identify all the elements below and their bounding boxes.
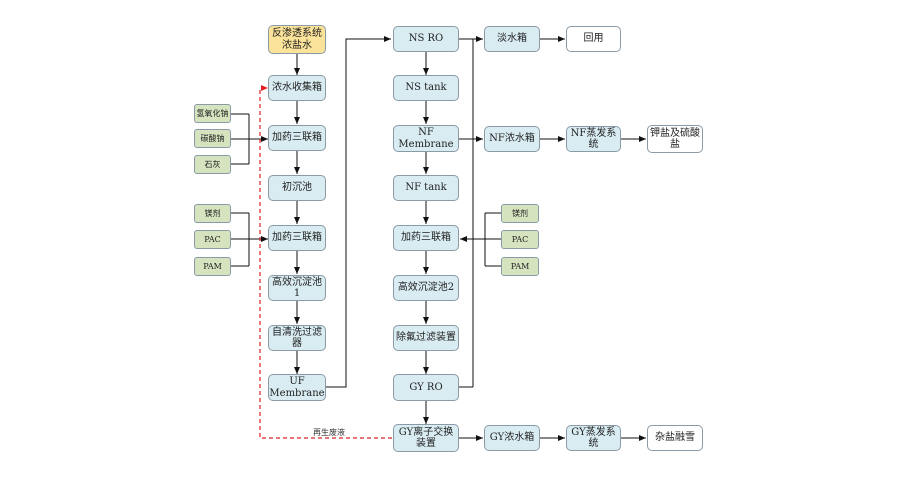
node-dosing-tank-3[interactable]: 加药三联箱 xyxy=(393,225,459,251)
node-nf-concentrate-tank[interactable]: NF浓水箱 xyxy=(484,126,540,152)
node-dosing-tank-2[interactable]: 加药三联箱 xyxy=(268,225,326,251)
node-ns-ro[interactable]: NS RO xyxy=(393,26,459,52)
chem-pac-1[interactable]: PAC xyxy=(194,230,231,249)
node-brine-collection-tank[interactable]: 浓水收集箱 xyxy=(268,75,326,101)
node-defluoride-filter[interactable]: 除氟过滤装置 xyxy=(393,325,459,351)
node-uf-membrane[interactable]: UF Membrane xyxy=(268,374,326,401)
chem-pam-1[interactable]: PAM xyxy=(194,257,231,276)
node-gy-concentrate-tank[interactable]: GY浓水箱 xyxy=(484,425,540,451)
node-hes-2[interactable]: 高效沉淀池2 xyxy=(393,275,459,301)
chem-pam-2[interactable]: PAM xyxy=(501,257,539,276)
chem-magnesium-agent-1[interactable]: 镁剂 xyxy=(194,204,231,223)
node-reuse[interactable]: 回用 xyxy=(566,26,621,52)
node-ns-tank[interactable]: NS tank xyxy=(393,75,459,101)
node-gy-ro[interactable]: GY RO xyxy=(393,374,459,401)
chem-lime[interactable]: 石灰 xyxy=(194,155,231,174)
node-nf-tank[interactable]: NF tank xyxy=(393,175,459,201)
node-primary-settling[interactable]: 初沉池 xyxy=(268,175,326,201)
node-hes-1[interactable]: 高效沉淀池1 xyxy=(268,275,326,301)
node-potassium-sulfate-salt[interactable]: 钾盐及硫酸盐 xyxy=(647,125,703,153)
node-gy-evaporation[interactable]: GY蒸发系统 xyxy=(566,425,621,451)
node-dosing-tank-1[interactable]: 加药三联箱 xyxy=(268,125,326,151)
edge-regen-collect xyxy=(259,85,392,439)
chem-sodium-carbonate[interactable]: 碳酸钠 xyxy=(194,129,231,148)
chem-magnesium-agent-2[interactable]: 镁剂 xyxy=(501,204,539,223)
node-ro-brine-source[interactable]: 反渗透系统浓盐水 xyxy=(268,25,326,54)
node-self-cleaning-filter[interactable]: 自清洗过滤器 xyxy=(268,325,326,351)
node-fresh-water-tank[interactable]: 淡水箱 xyxy=(484,26,540,52)
edge-uf-nsro xyxy=(326,36,391,388)
chem-sodium-hydroxide[interactable]: 氢氧化钠 xyxy=(194,104,231,123)
node-mixed-salt-snowmelt[interactable]: 杂盐融雪 xyxy=(647,425,703,451)
chem-pac-2[interactable]: PAC xyxy=(501,230,539,249)
label-regeneration-waste: 再生废液 xyxy=(313,428,345,437)
node-nf-evaporation[interactable]: NF蒸发系统 xyxy=(566,126,621,152)
node-nf-membrane[interactable]: NF Membrane xyxy=(393,125,459,152)
node-gy-ion-exchange[interactable]: GY离子交换装置 xyxy=(393,424,459,452)
